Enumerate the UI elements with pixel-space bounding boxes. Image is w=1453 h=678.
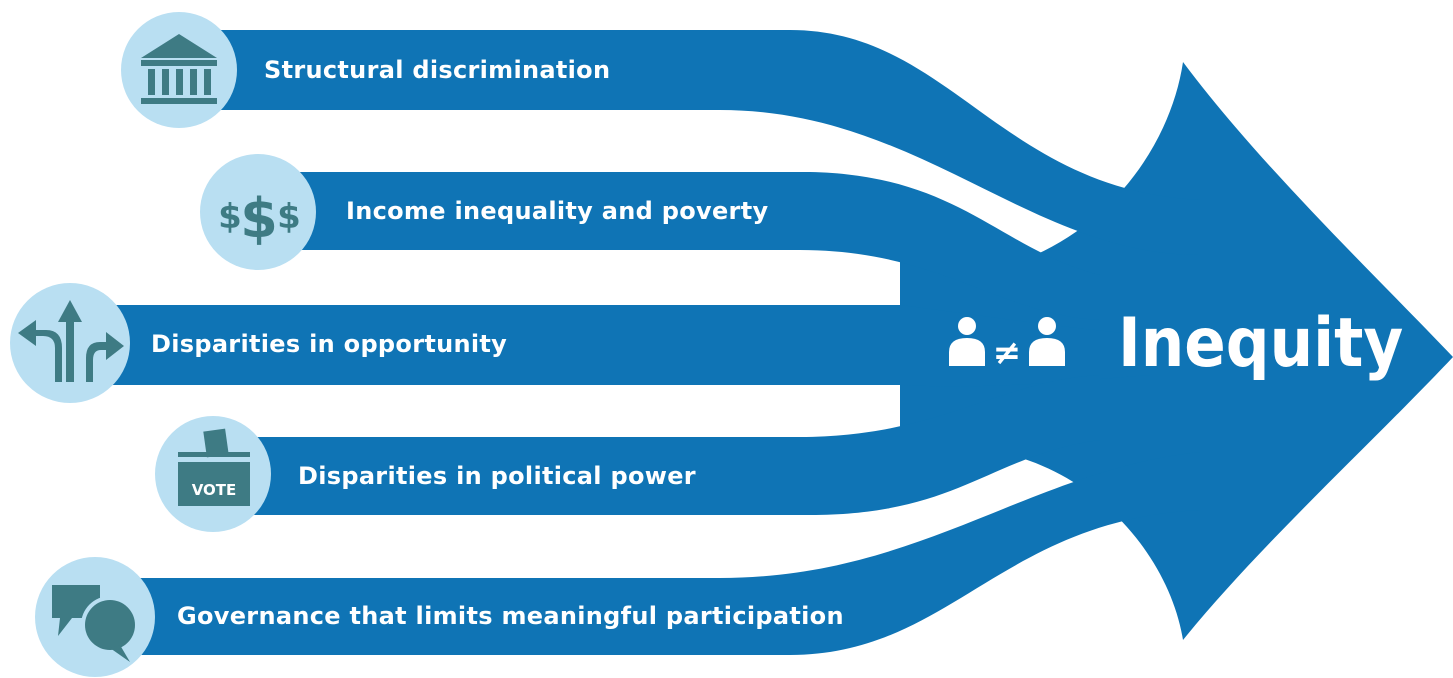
speech-bubbles-icon (35, 557, 155, 677)
inequity-label: Inequity (1118, 304, 1404, 383)
diverging-arrows-icon (10, 283, 130, 403)
ballot-box-icon: VOTE (155, 416, 271, 532)
label-disparities-political-power: Disparities in political power (298, 462, 696, 490)
band-political-power (210, 375, 1100, 515)
label-governance: Governance that limits meaningful partic… (177, 602, 844, 630)
svg-text:$: $ (240, 187, 278, 250)
label-income-inequality: Income inequality and poverty (346, 197, 769, 225)
ballot-box-text: VOTE (192, 481, 237, 499)
bank-building-icon (121, 12, 237, 128)
band-opportunity (70, 305, 1150, 387)
label-disparities-opportunity: Disparities in opportunity (151, 330, 508, 358)
band-structural-discrimination (180, 30, 1200, 255)
band-governance (95, 452, 1200, 655)
band-income-inequality (260, 172, 1100, 320)
svg-text:≠: ≠ (993, 333, 1022, 373)
svg-text:$: $ (277, 197, 301, 237)
svg-text:$: $ (218, 197, 242, 237)
people-not-equal-icon: ≠ (949, 317, 1065, 373)
dollar-signs-icon: $ $ $ (200, 154, 316, 270)
label-structural-discrimination: Structural discrimination (264, 56, 611, 84)
